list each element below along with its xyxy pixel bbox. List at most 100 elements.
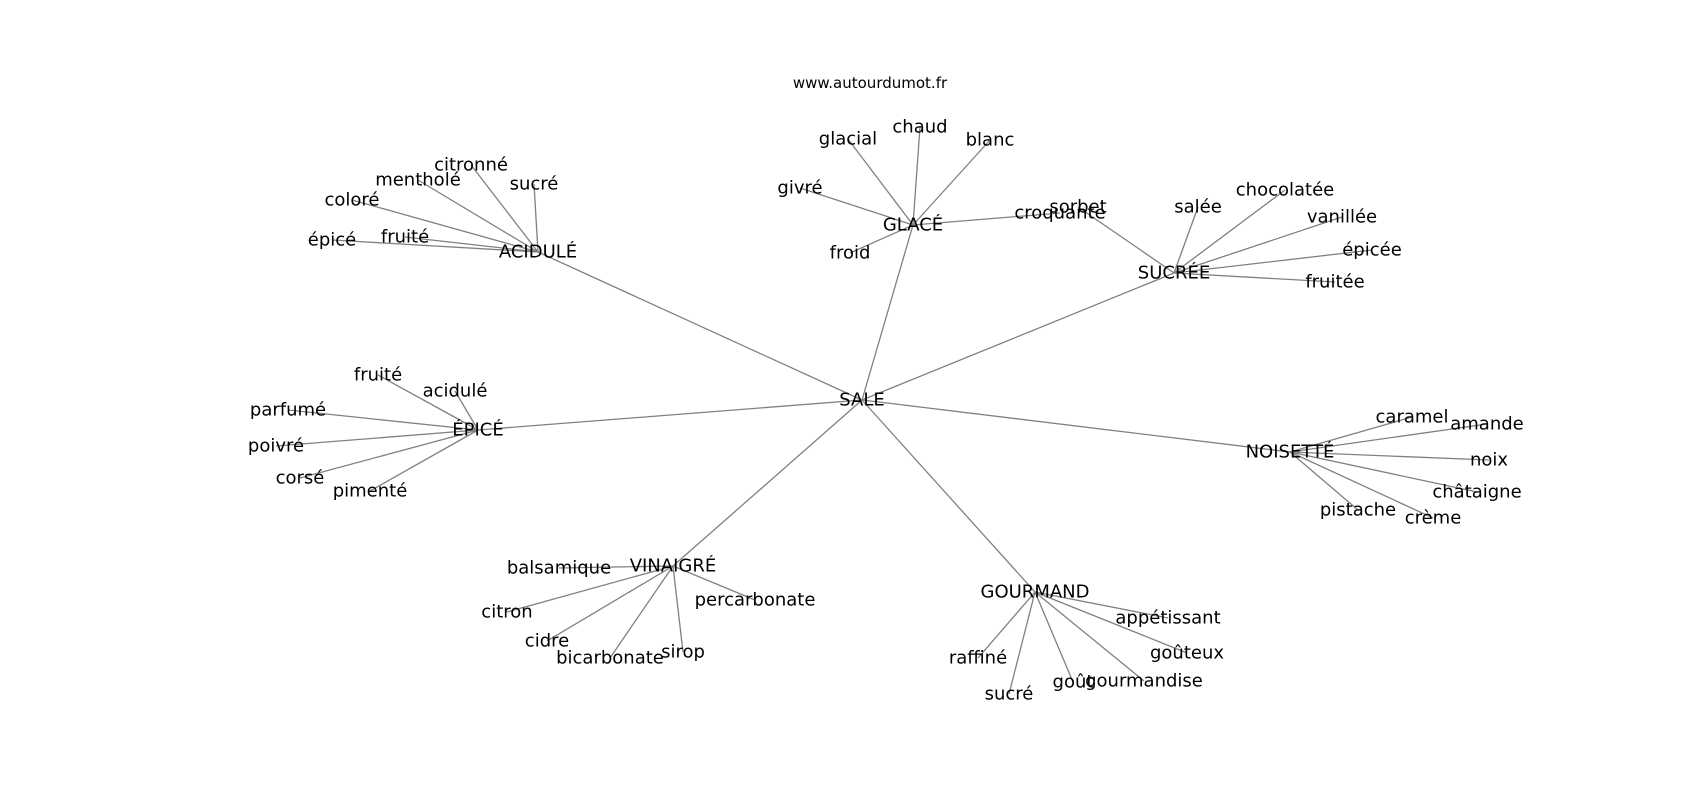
leaf-node-acidule-4: fruité bbox=[381, 227, 429, 248]
leaf-node-vinaigre-2: citron bbox=[481, 602, 532, 623]
edge-noisette-4 bbox=[1289, 451, 1434, 519]
edge-sucree-5 bbox=[1173, 272, 1336, 283]
leaf-node-sucree-2: chocolatée bbox=[1236, 180, 1334, 201]
leaf-node-acidule-2: sucré bbox=[510, 174, 559, 195]
edge-root-vinaigre bbox=[672, 399, 863, 567]
leaf-node-glace-2: blanc bbox=[966, 130, 1015, 151]
leaf-node-epice-2: parfumé bbox=[250, 400, 326, 421]
edge-gourmand-2 bbox=[977, 591, 1036, 659]
leaf-node-acidule-0: citronné bbox=[434, 155, 508, 176]
leaf-node-sucree-0: sorbet bbox=[1049, 197, 1106, 218]
edge-root-gourmand bbox=[861, 399, 1036, 593]
leaf-node-noisette-1: amande bbox=[1450, 414, 1524, 435]
leaf-node-gourmand-4: goût bbox=[1053, 672, 1094, 693]
leaf-node-acidule-3: coloré bbox=[324, 190, 379, 211]
edge-epice-0 bbox=[377, 374, 479, 431]
edge-noisette-5 bbox=[1289, 451, 1359, 511]
leaf-node-glace-1: chaud bbox=[892, 117, 947, 138]
cluster-node-acidule: ACIDULÉ bbox=[499, 241, 577, 263]
leaf-node-vinaigre-0: balsamique bbox=[507, 558, 611, 579]
leaf-node-epice-5: pimenté bbox=[333, 481, 408, 502]
edge-root-sucree bbox=[861, 272, 1175, 401]
edge-vinaigre-5 bbox=[672, 565, 684, 653]
leaf-node-noisette-2: noix bbox=[1470, 450, 1508, 471]
edge-gourmand-0 bbox=[1034, 591, 1169, 619]
edge-gourmand-5 bbox=[1034, 591, 1145, 682]
edge-sucree-4 bbox=[1173, 249, 1373, 274]
leaf-node-gourmand-1: goûteux bbox=[1150, 643, 1224, 664]
edge-noisette-3 bbox=[1289, 451, 1478, 493]
edge-root-glace bbox=[861, 224, 914, 401]
edge-acidule-2 bbox=[533, 183, 539, 253]
root-node: SALE bbox=[839, 390, 884, 411]
leaf-node-sucree-1: salée bbox=[1174, 197, 1222, 218]
leaf-node-glace-4: froid bbox=[830, 243, 871, 264]
edge-glace-0 bbox=[847, 138, 914, 226]
edge-vinaigre-3 bbox=[546, 565, 674, 642]
edge-vinaigre-0 bbox=[558, 565, 674, 569]
leaf-node-sucree-5: fruitée bbox=[1305, 272, 1364, 293]
leaf-node-epice-0: fruité bbox=[354, 365, 402, 386]
cluster-node-vinaigre: VINAIGRÉ bbox=[630, 555, 717, 577]
edge-noisette-1 bbox=[1289, 423, 1488, 453]
edge-glace-4 bbox=[849, 224, 914, 254]
leaf-node-vinaigre-1: percarbonate bbox=[695, 590, 816, 611]
edge-epice-3 bbox=[275, 429, 479, 447]
leaf-node-sucree-3: vanillée bbox=[1307, 207, 1377, 228]
leaf-node-epice-4: corsé bbox=[276, 468, 325, 489]
edge-root-acidule bbox=[537, 251, 863, 401]
edge-epice-4 bbox=[299, 429, 479, 479]
edge-epice-5 bbox=[369, 429, 479, 492]
cluster-node-sucree: SUCRÉE bbox=[1138, 262, 1210, 284]
leaf-node-noisette-0: caramel bbox=[1376, 407, 1449, 428]
edge-acidule-0 bbox=[470, 164, 539, 253]
edge-glace-3 bbox=[799, 187, 914, 226]
edge-root-epice bbox=[477, 399, 863, 431]
edge-root-noisette bbox=[861, 399, 1291, 453]
edge-sucree-0 bbox=[1077, 206, 1175, 274]
edge-vinaigre-2 bbox=[506, 565, 674, 613]
edge-vinaigre-1 bbox=[672, 565, 756, 601]
cluster-node-glace: GLACÉ bbox=[883, 214, 943, 236]
edge-acidule-4 bbox=[404, 236, 539, 253]
edge-noisette-0 bbox=[1289, 416, 1413, 453]
edge-sucree-3 bbox=[1173, 216, 1343, 274]
leaf-node-gourmand-0: appétissant bbox=[1115, 608, 1220, 629]
leaf-node-gourmand-3: sucré bbox=[985, 684, 1034, 705]
leaf-node-noisette-5: pistache bbox=[1320, 500, 1396, 521]
leaf-node-glace-5: croquante bbox=[1014, 203, 1105, 224]
edge-sucree-2 bbox=[1173, 189, 1286, 274]
edge-acidule-3 bbox=[351, 199, 539, 253]
leaf-node-gourmand-5: gourmandise bbox=[1085, 671, 1203, 692]
leaf-node-noisette-4: crème bbox=[1405, 508, 1462, 529]
leaf-node-vinaigre-5: sirop bbox=[661, 642, 705, 663]
leaf-node-acidule-1: mentholé bbox=[375, 170, 461, 191]
leaf-node-acidule-5: épicé bbox=[308, 230, 356, 251]
edge-vinaigre-4 bbox=[609, 565, 674, 659]
cluster-node-epice: ÉPICÉ bbox=[452, 419, 503, 441]
leaf-node-glace-3: givré bbox=[777, 178, 822, 199]
edge-noisette-2 bbox=[1289, 451, 1490, 461]
edge-gourmand-4 bbox=[1034, 591, 1074, 683]
leaf-node-sucree-4: épicée bbox=[1342, 240, 1402, 261]
leaf-node-gourmand-2: raffiné bbox=[949, 648, 1007, 669]
leaf-node-glace-0: glacial bbox=[819, 129, 877, 150]
leaf-node-epice-1: acidulé bbox=[423, 381, 488, 402]
graph-edges bbox=[275, 126, 1490, 695]
leaf-node-vinaigre-4: bicarbonate bbox=[556, 648, 664, 669]
edge-epice-2 bbox=[287, 409, 479, 431]
edge-glace-5 bbox=[912, 212, 1061, 226]
leaf-node-noisette-3: châtaigne bbox=[1432, 482, 1521, 503]
leaf-node-vinaigre-3: cidre bbox=[525, 631, 569, 652]
leaf-node-epice-3: poivré bbox=[248, 436, 304, 457]
edge-acidule-1 bbox=[417, 179, 539, 253]
cluster-node-noisette: NOISETTÉ bbox=[1246, 441, 1335, 463]
cluster-node-gourmand: GOURMAND bbox=[981, 582, 1090, 603]
edge-glace-1 bbox=[912, 126, 921, 226]
source-label: www.autourdumot.fr bbox=[793, 74, 948, 92]
edge-gourmand-3 bbox=[1008, 591, 1036, 695]
edge-gourmand-1 bbox=[1034, 591, 1188, 654]
edge-glace-2 bbox=[912, 139, 991, 226]
